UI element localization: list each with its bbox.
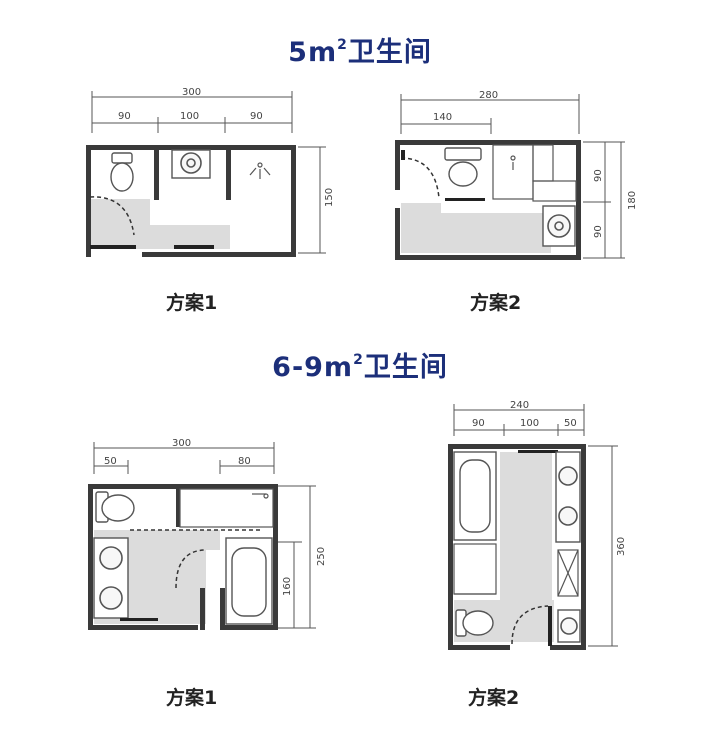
dim-b: 80 (238, 456, 251, 467)
floor-plan-s2-1: 300 50 80 160 250 (88, 438, 327, 630)
dim-total: 240 (510, 400, 529, 411)
floor-plan-s2-2: 240 90 100 50 360 (448, 400, 627, 650)
dim-b: 100 (520, 418, 539, 429)
dim-b: 100 (180, 111, 199, 122)
dim-c: 90 (250, 111, 263, 122)
dim-a: 90 (118, 111, 131, 122)
dim-h1: 160 (282, 577, 293, 596)
dim-a: 140 (433, 112, 452, 123)
dim-h2: 90 (593, 225, 604, 238)
dim-height: 360 (616, 537, 627, 556)
dim-a: 50 (104, 456, 117, 467)
section1-title: 5m2卫生间 (288, 37, 432, 68)
caption-s1-plan2: 方案2 (470, 292, 522, 314)
caption-s2-plan1: 方案1 (166, 687, 218, 709)
section2-title: 6-9m2卫生间 (272, 352, 448, 383)
dim-total: 300 (182, 87, 201, 98)
caption-s1-plan1: 方案1 (166, 292, 218, 314)
floor-plan-s1-2: 280 140 90 90 180 (395, 90, 638, 260)
floor-plan-s1-1: 300 90 100 90 150 (86, 87, 335, 257)
dim-height: 180 (627, 191, 638, 210)
dim-a: 90 (472, 418, 485, 429)
dim-height: 250 (316, 547, 327, 566)
caption-s2-plan2: 方案2 (468, 687, 520, 709)
dim-height: 150 (324, 188, 335, 207)
dim-c: 50 (564, 418, 577, 429)
dim-total: 280 (479, 90, 498, 101)
dim-total: 300 (172, 438, 191, 449)
dim-h1: 90 (593, 169, 604, 182)
